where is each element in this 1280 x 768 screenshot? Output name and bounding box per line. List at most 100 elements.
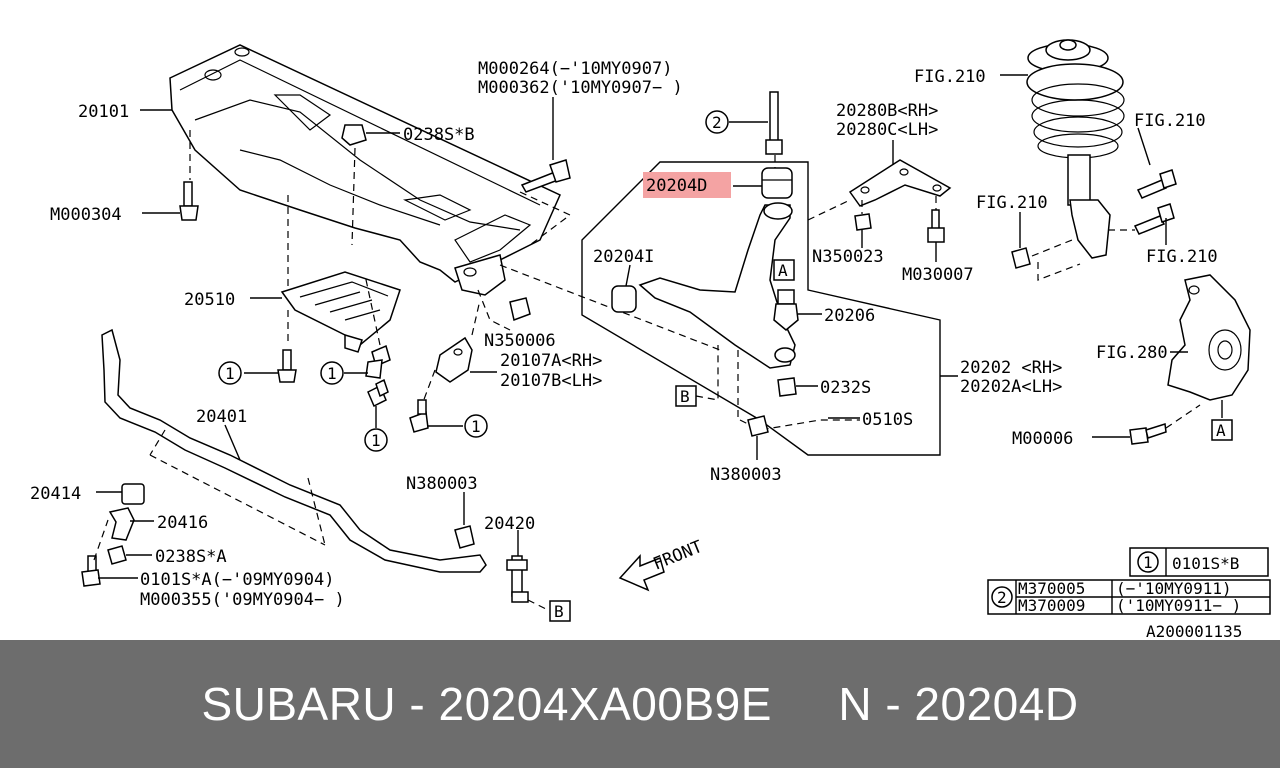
legend-row2-part-b: M370009 [1018,596,1085,615]
legend-row1-part: 0101S*B [1172,554,1239,573]
bolt-strut-lower-drawing [1133,203,1175,235]
callout-fig210-left: FIG.210 [976,193,1048,213]
callout-0232s: 0232S [820,378,871,398]
marker-a-right: A [1211,419,1233,441]
callout-fig210-right: FIG.210 [1134,111,1206,131]
marker-1-d: 1 [464,414,488,438]
footer-bar: SUBARU - 20204XA00B9E N - 20204D [0,640,1280,768]
legend-row2-num: 2 [997,588,1007,607]
bracket-20510-drawing [280,271,401,353]
callout-0510s: 0510S [862,410,913,430]
nut-0238s-b-drawing [341,124,367,146]
callout-20510: 20510 [184,290,235,310]
legend-row2-range-b: ('10MY0911− ) [1116,596,1241,615]
callout-m000264: M000264(−'10MY0907) [478,59,672,79]
callout-0101s-a: 0101S*A(−'09MY0904) [140,570,334,590]
bolt-m000264-drawing [520,159,571,193]
callout-20280c: 20280C<LH> [836,120,938,140]
bracket-20107-drawing [435,336,473,383]
callout-n350023: N350023 [812,247,884,267]
legend-table: 1 0101S*B 2 M370005 (−'10MY0911) M370009… [987,547,1271,615]
bolt-m00006-drawing [1129,423,1167,445]
bolt-upright-drawing [765,91,783,155]
strut-assembly-drawing [1026,39,1125,259]
marker-b-bottom: B [549,600,571,622]
bolt-m030007-drawing [927,209,945,243]
callout-20204i: 20204I [593,247,654,267]
bolt-0101s-a-drawing [81,555,101,587]
callout-fig210-top: FIG.210 [914,67,986,87]
callout-n350006: N350006 [484,331,556,351]
svg-text:1: 1 [371,431,381,450]
callout-m000304: M000304 [50,205,122,225]
marker-1-a: 1 [218,361,242,385]
bolt-left-drawing [277,349,297,383]
bushing-20204i-drawing [611,285,637,313]
bolt-lower-left-drawing [367,378,389,408]
svg-text:1: 1 [225,364,235,383]
front-label: FRONT [650,537,705,575]
callout-fig280: FIG.280 [1096,343,1168,363]
ball-joint-20206-drawing [773,289,799,331]
callout-m000355: M000355('09MY0904− ) [140,590,345,610]
callout-20414: 20414 [30,484,81,504]
bushing-20414-drawing [121,483,145,505]
callout-20420: 20420 [484,514,535,534]
marker-b-mid: B [675,385,697,407]
callout-20280b: 20280B<RH> [836,101,938,121]
callout-0238s-a: 0238S*A [155,547,227,567]
nut-n380003-mid-drawing [747,415,769,437]
callout-0238s-b: 0238S*B [403,125,475,145]
nut-strut-left-drawing [1011,247,1031,269]
marker-2-top: 2 [705,110,729,134]
callout-20206: 20206 [824,306,875,326]
front-arrow-icon [618,554,665,592]
bracket-20280-drawing [848,159,952,207]
highlight-20204d [643,172,731,198]
callout-fig210-bottom: FIG.210 [1146,247,1218,267]
callout-20107b: 20107B<LH> [500,371,602,391]
bolt-center-drawing [365,344,391,379]
callout-20204d: 20204D [646,176,707,196]
svg-text:2: 2 [712,113,722,132]
bolt-lower-right-drawing [409,399,429,433]
svg-text:1: 1 [471,417,481,436]
marker-1-c: 1 [364,428,388,452]
callout-m030007: M030007 [902,265,974,285]
nut-n350023-drawing [854,213,872,231]
bushing-20204d-drawing [761,167,793,199]
stabilizer-bar-drawing [101,328,487,573]
part-number-caption: SUBARU - 20204XA00B9E N - 20204D [201,678,1079,730]
diagram-code: A200001135 [1146,622,1242,640]
marker-a-mid: A [773,259,795,281]
knuckle-drawing [1167,274,1251,401]
legend-row1-num: 1 [1143,553,1153,572]
svg-text:A: A [778,261,788,280]
callout-20101: 20101 [78,102,129,122]
callout-m00006: M00006 [1012,429,1073,449]
nut-n380003-left-drawing [454,525,475,549]
svg-text:B: B [554,602,564,621]
callout-n380003-mid: N380003 [710,465,782,485]
callout-20202: 20202 <RH> [960,358,1062,378]
svg-text:1: 1 [327,364,337,383]
nut-n350006-drawing [509,297,531,322]
marker-1-b: 1 [320,361,344,385]
lower-control-arm-drawing [638,202,796,369]
crossmember-drawing [169,44,561,296]
bolt-strut-upper-drawing [1136,169,1177,199]
link-20420-drawing [506,555,529,603]
svg-text:B: B [680,387,690,406]
bolt-m000304-drawing [179,181,199,221]
parts-diagram: 20101 M000304 0238S*B M000264(−'10MY0907… [30,39,1271,640]
svg-text:A: A [1216,421,1226,440]
callout-20401: 20401 [196,407,247,427]
legend-row2-range-a: (−'10MY0911) [1116,579,1232,598]
callout-m000362: M000362('10MY0907− ) [478,78,683,98]
nut-0238s-a-drawing [107,545,127,565]
callout-20107a: 20107A<RH> [500,351,602,371]
nut-0232s-drawing [777,377,797,397]
callout-20202a: 20202A<LH> [960,377,1062,397]
bracket-20416-drawing [108,507,135,541]
legend-row2-part-a: M370005 [1018,579,1085,598]
